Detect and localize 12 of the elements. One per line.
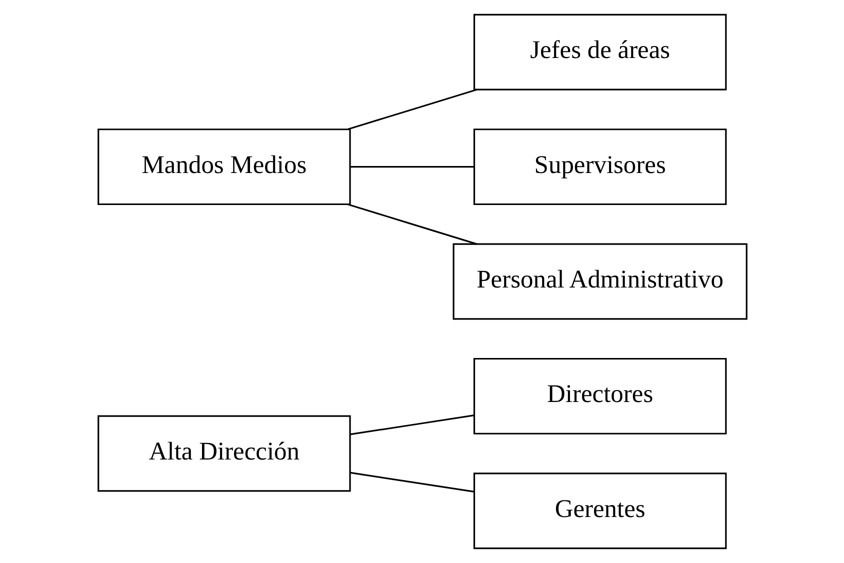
connector bbox=[350, 414, 474, 436]
node-box: Jefes de áreas bbox=[472, 14, 726, 90]
node-box: Supervisores bbox=[472, 128, 726, 206]
connector bbox=[350, 472, 474, 492]
node-box: Gerentes bbox=[472, 472, 726, 550]
connector bbox=[347, 88, 477, 130]
node-box: Alta Dirección bbox=[97, 415, 350, 492]
node-box: Directores bbox=[472, 358, 726, 434]
connector bbox=[350, 166, 474, 168]
connector bbox=[347, 204, 477, 245]
node-box: Personal Administrativo bbox=[452, 243, 747, 320]
node-box: Mandos Medios bbox=[97, 128, 350, 206]
